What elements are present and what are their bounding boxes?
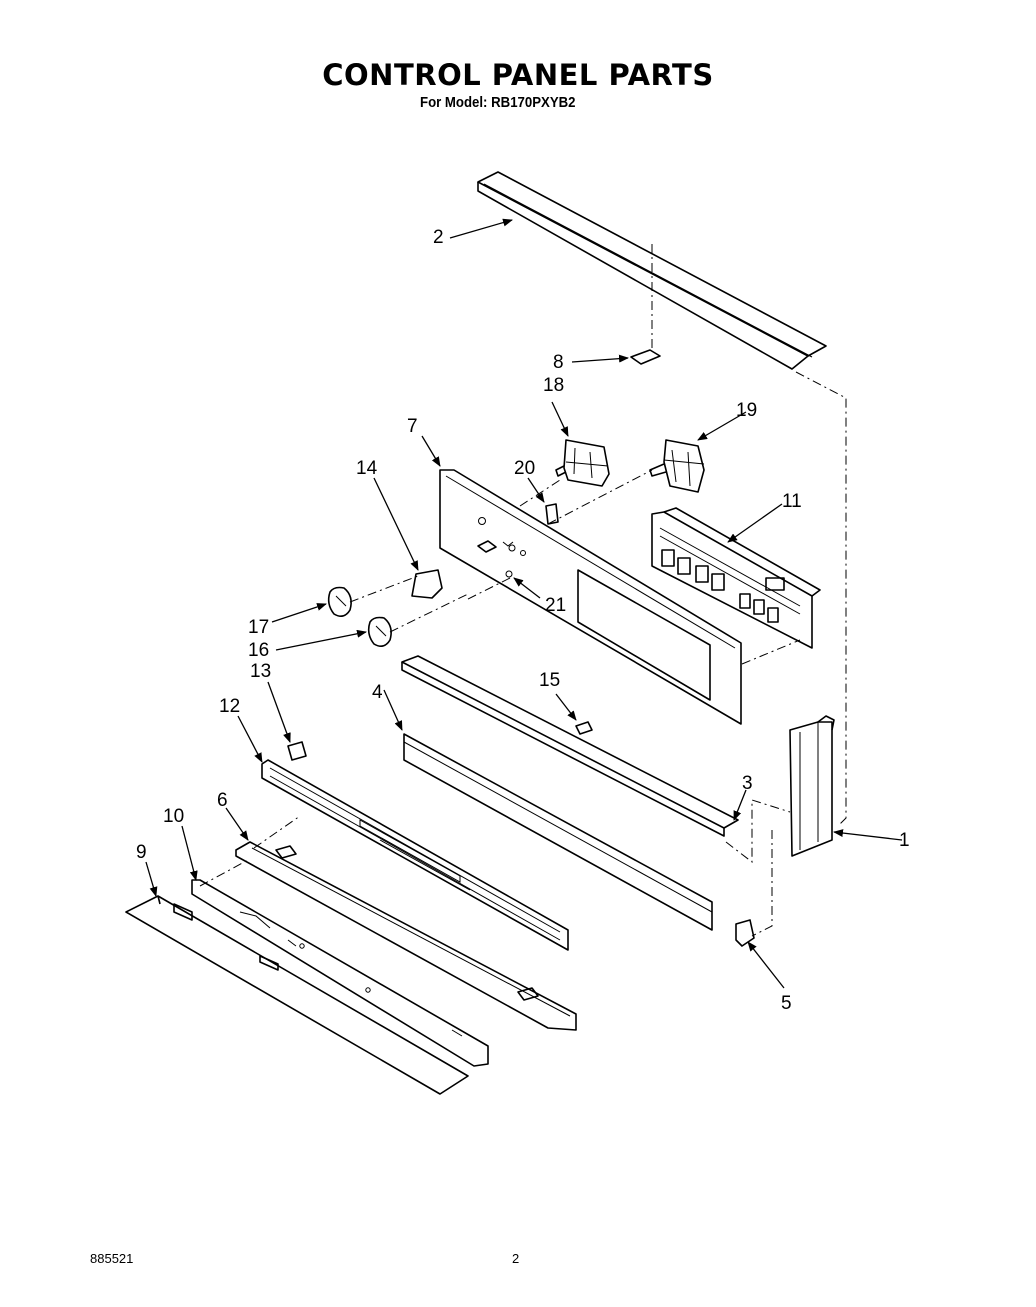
callout-19: 19 xyxy=(736,400,757,421)
page-title: CONTROL PANEL PARTS xyxy=(322,58,714,92)
callout-6: 6 xyxy=(217,790,228,811)
callout-10: 10 xyxy=(163,806,184,827)
callout-16: 16 xyxy=(248,640,269,661)
callout-8: 8 xyxy=(553,352,564,373)
part-16-knob xyxy=(367,616,392,648)
part-14-switch xyxy=(411,569,443,599)
callout-9: 9 xyxy=(136,842,147,863)
part-18-switch xyxy=(555,439,610,487)
callout-20: 20 xyxy=(514,458,535,479)
callout-1: 1 xyxy=(899,830,910,851)
callout-21: 21 xyxy=(545,595,566,616)
callout-11: 11 xyxy=(782,491,802,512)
callout-14: 14 xyxy=(356,458,378,479)
callout-4: 4 xyxy=(372,682,383,703)
callout-leaders xyxy=(145,218,903,989)
part-2-top-rail xyxy=(477,171,827,370)
callout-3: 3 xyxy=(742,773,753,794)
part-8-clip xyxy=(630,349,661,365)
page-number: 2 xyxy=(512,1251,520,1266)
part-20-bracket xyxy=(545,503,559,525)
callout-18: 18 xyxy=(543,375,564,396)
part-11-electronic-control xyxy=(651,507,821,649)
part-1-end-bracket xyxy=(789,715,835,857)
part-3-trim-strip xyxy=(401,655,739,837)
model-subtitle: For Model: RB170PXYB2 xyxy=(420,94,576,111)
callout-13: 13 xyxy=(250,661,271,682)
part-10-front-channel xyxy=(191,879,489,1067)
part-17-knob xyxy=(327,586,352,618)
callout-7: 7 xyxy=(407,416,418,437)
part-12-vent-grille xyxy=(261,759,569,951)
part-19-switch xyxy=(649,439,705,493)
callout-5: 5 xyxy=(781,993,792,1014)
callout-12: 12 xyxy=(219,696,240,717)
part-6-mounting-channel xyxy=(235,841,577,1031)
part-5-bracket xyxy=(735,919,755,947)
part-13-clip xyxy=(287,741,307,761)
assembly-lines xyxy=(199,244,847,937)
callout-17: 17 xyxy=(248,617,269,638)
part-15-clip xyxy=(575,721,593,735)
callout-15: 15 xyxy=(539,670,560,691)
callout-2: 2 xyxy=(433,227,444,248)
part-4-lower-trim xyxy=(403,733,713,931)
part-9-bottom-plate xyxy=(125,895,469,1095)
document-number: 885521 xyxy=(90,1251,134,1266)
part-7-control-panel xyxy=(439,469,742,725)
callout-labels: 2 8 18 19 7 20 14 11 21 17 16 13 15 4 12… xyxy=(136,227,910,1014)
